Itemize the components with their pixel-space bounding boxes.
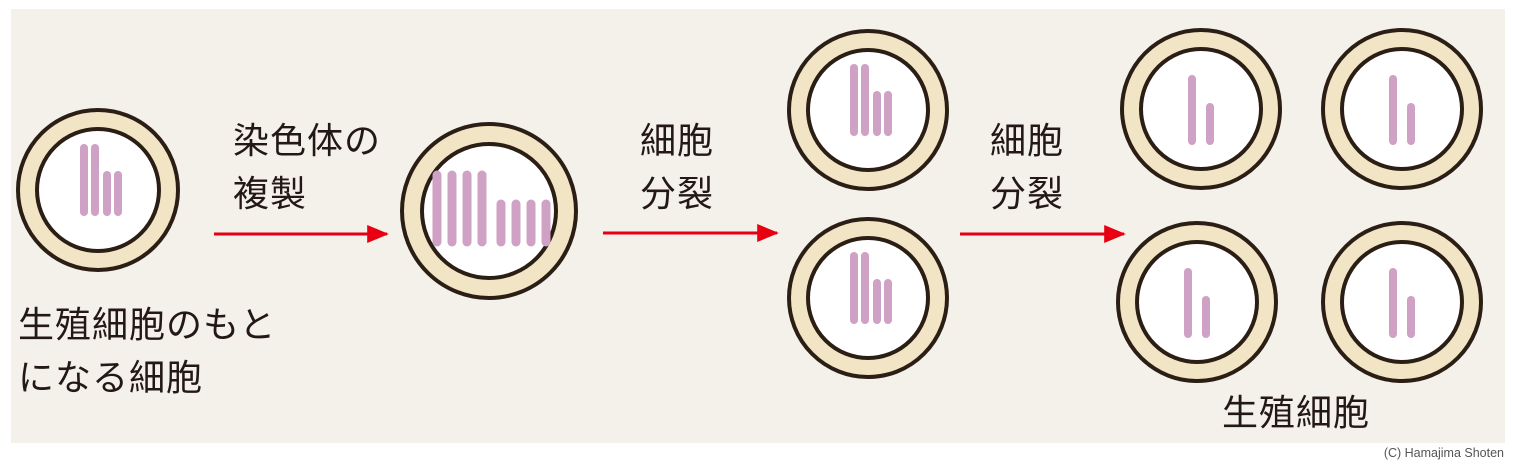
cell-interior — [420, 142, 558, 280]
label-division1-line1: 細胞 — [640, 121, 715, 162]
cell-interior — [1139, 47, 1263, 171]
cell-interior — [1135, 240, 1259, 364]
copyright-text: (C) Hamajima Shoten — [1383, 446, 1504, 460]
original-cell — [16, 108, 180, 272]
daughter-cell-bottom — [787, 217, 949, 379]
label-origin-line1: 生殖細胞のもと — [18, 305, 277, 346]
cell-interior — [1340, 47, 1464, 171]
germ-cell-4 — [1321, 221, 1483, 383]
label-division2-line2: 分裂 — [990, 174, 1065, 215]
label-division1-line2: 分裂 — [640, 174, 715, 215]
germ-cell-3 — [1116, 221, 1278, 383]
cell-interior — [1340, 240, 1464, 364]
label-replication-line1: 染色体の — [233, 121, 382, 162]
label-replication-line2: 複製 — [233, 174, 308, 215]
daughter-cell-top — [787, 29, 949, 191]
label-result: 生殖細胞 — [1222, 393, 1371, 434]
label-division2-line1: 細胞 — [990, 121, 1065, 162]
germ-cell-2 — [1321, 28, 1483, 190]
label-origin-line2: になる細胞 — [18, 358, 204, 399]
germ-cell-1 — [1120, 28, 1282, 190]
replicated-cell — [400, 122, 578, 300]
